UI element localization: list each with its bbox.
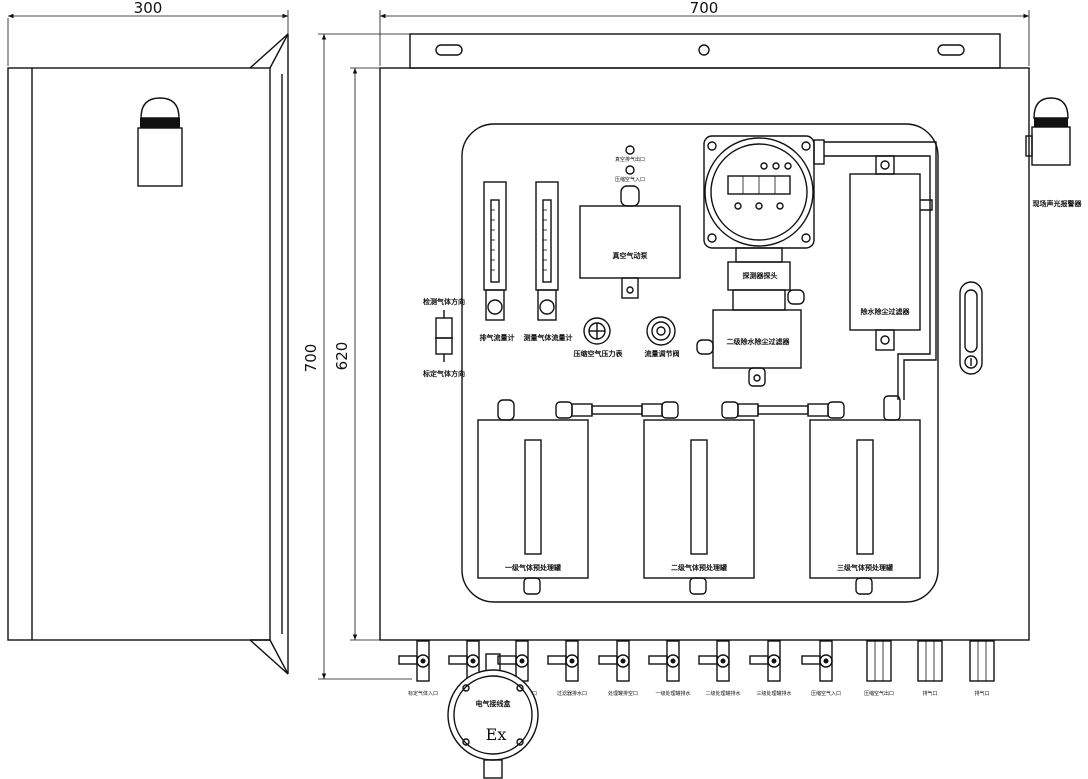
- exhaust-flowmeter: [483, 181, 507, 321]
- junction-box: [447, 653, 539, 779]
- water-dust-filter: [824, 141, 937, 400]
- dimension-side-width: 300: [7, 0, 289, 66]
- port-label-6: 一级处理罐排水: [655, 690, 690, 697]
- gas-direction-valve: [435, 310, 453, 362]
- dimension-overall-height: 700: [302, 33, 412, 680]
- port-label-9: 压缩空气入口: [811, 690, 841, 697]
- port-fitting-5: [598, 640, 630, 682]
- vacuum-pump-label: 真空气动泵: [613, 251, 648, 260]
- detector-head-label: 探测器探头: [743, 271, 778, 280]
- port-label-5: 处理罐排空口: [608, 690, 638, 697]
- side-view: [7, 33, 289, 675]
- ex-mark: Ex: [486, 725, 507, 744]
- measure-flowmeter: [535, 181, 559, 321]
- flow-valve-icon: [646, 316, 676, 346]
- dim-700-height-label: 700: [302, 344, 320, 373]
- front-enclosure: [379, 33, 1030, 641]
- port-fitting-10: [866, 640, 892, 682]
- dim-300-label: 300: [134, 0, 163, 17]
- tank-2-label: 二级气体预处理罐: [671, 563, 727, 572]
- bottom-ports: 标定气体入口检测气体入口氧电极排水口过滤器排水口处理罐排空口一级处理罐排水二级处…: [398, 640, 995, 697]
- flow-valve-label: 流量调节阀: [645, 349, 680, 358]
- port-label-10: 压缩空气出口: [864, 690, 894, 697]
- compressed-air-gauge-label: 压缩空气压力表: [574, 349, 624, 358]
- pressure-gauge-icon: [583, 317, 611, 345]
- port-label-1: 标定气体入口: [408, 690, 438, 697]
- port-label-4: 过滤器排水口: [557, 690, 587, 697]
- vacuum-exhaust-label: 真空排气出口: [615, 156, 645, 163]
- port-label-11: 排气口: [922, 690, 937, 697]
- tank-3: [809, 419, 921, 595]
- detect-gas-direction-label: 检测气体方向: [423, 297, 465, 306]
- calib-gas-direction-label: 标定气体方向: [422, 369, 465, 378]
- port-fitting-12: [969, 640, 995, 682]
- vacuum-pump: 真空排气出口 压缩空气入口: [579, 145, 681, 299]
- tank-1: [477, 419, 589, 595]
- port-fitting-6: [648, 640, 680, 682]
- measure-flowmeter-label: 测量气体流量计: [524, 333, 573, 342]
- tank-3-label: 三级气体预处理罐: [837, 563, 893, 572]
- side-alarm-beacon-icon: [137, 97, 183, 187]
- dimension-panel-height: 620: [333, 67, 380, 641]
- alarm-label: 现场声光报警器: [1033, 199, 1083, 208]
- port-fitting-1: [398, 640, 430, 682]
- dimension-front-width: 700: [379, 0, 1030, 66]
- tank-connectors: [497, 395, 901, 421]
- detector: [703, 135, 825, 311]
- tank-1-label: 一级气体预处理罐: [505, 563, 561, 572]
- secondary-filter: [696, 309, 802, 387]
- junction-box-label: 电气接线盒: [476, 699, 512, 708]
- pump-air-inlet-label: 压缩空气入口: [615, 176, 645, 183]
- secondary-filter-label: 二级除水除尘过滤器: [727, 337, 791, 346]
- port-fitting-9: [801, 640, 833, 682]
- port-label-12: 排气口: [974, 690, 989, 697]
- port-fitting-11: [917, 640, 943, 682]
- dim-620-label: 620: [333, 342, 351, 371]
- water-dust-filter-label: 除水除尘过滤器: [861, 307, 911, 316]
- port-fitting-4: [547, 640, 579, 682]
- alarm-beacon-icon: [1025, 97, 1071, 166]
- exhaust-flowmeter-label: 排气流量计: [480, 333, 515, 342]
- port-label-7: 二级处理罐排水: [705, 690, 740, 697]
- port-fitting-7: [698, 640, 730, 682]
- port-fitting-8: [749, 640, 781, 682]
- tank-2: [643, 419, 755, 595]
- port-label-8: 三级处理罐排水: [756, 690, 791, 697]
- dim-700-width-label: 700: [690, 0, 719, 17]
